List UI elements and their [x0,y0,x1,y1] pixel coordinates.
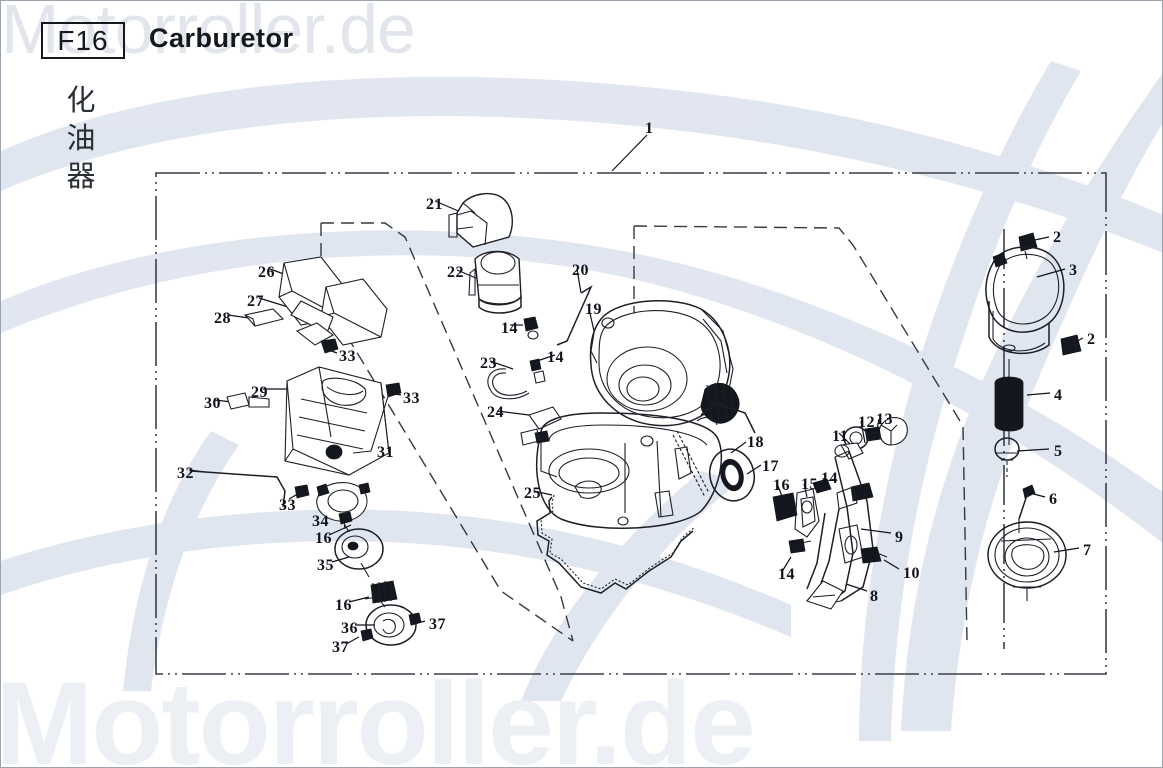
right-dashed-region [633,225,968,642]
callout-11: 11 [832,428,849,445]
callout-33-a: 33 [339,348,356,365]
callout-36: 36 [341,620,358,637]
center-assembly-group [448,192,756,594]
callout-14-d: 14 [547,349,564,366]
throttle-lever-group [772,417,908,610]
callout-17: 17 [762,458,779,475]
callout-18: 18 [747,434,764,451]
callout-20: 20 [572,262,589,279]
callout-24: 24 [487,404,504,421]
callout-34: 34 [312,513,329,530]
callout-14-b: 14 [778,566,795,583]
callout-35: 35 [317,557,334,574]
callout-37-a: 37 [429,616,446,633]
page-title: Carburetor [149,23,294,53]
callout-27: 27 [247,293,264,310]
callout-29: 29 [251,384,268,401]
cjk-char-1: 化 [66,83,96,117]
callout-2-lower: 2 [1087,331,1096,348]
callout-14-a: 14 [821,470,838,487]
callout-33-c: 33 [279,497,296,514]
callout-6: 6 [1049,491,1058,508]
callout-16-c: 16 [335,597,352,614]
left-assembly-group [190,256,422,646]
callout-8: 8 [870,588,879,605]
callout-4: 4 [1054,387,1063,404]
callout-25: 25 [524,485,541,502]
callout-26: 26 [258,264,275,281]
callout-3: 3 [1069,262,1078,279]
callout-13: 13 [876,411,893,428]
callout-21: 21 [426,196,443,213]
left-dashed-region [321,222,574,642]
cjk-title: 化油器 [63,81,99,195]
diagram-frame [155,172,1107,675]
callout-5: 5 [1054,443,1063,460]
callout-33-b: 33 [403,390,420,407]
callout-15: 15 [801,476,818,493]
cjk-char-2: 油 [66,121,96,155]
callout-23: 23 [480,355,497,372]
callout-16-b: 16 [315,530,332,547]
page-code-box: F16 [41,22,125,59]
callout-28: 28 [214,310,231,327]
callout-32: 32 [177,465,194,482]
callout-12: 12 [858,414,875,431]
callout-14-c: 14 [501,320,518,337]
callout-19: 19 [585,301,602,318]
callout-30: 30 [204,395,221,412]
cjk-char-3: 器 [66,159,96,193]
callout-2-top: 2 [1053,229,1062,246]
left-dashed-region-b [320,223,574,642]
callout-22: 22 [447,264,464,281]
callout-7: 7 [1083,542,1092,559]
callout-9: 9 [895,529,904,546]
callout-37-b: 37 [332,639,349,656]
callout-10: 10 [903,565,920,582]
callout-31: 31 [377,444,394,461]
right-column-group [985,232,1082,601]
callout-1: 1 [645,120,654,137]
callout-16-a: 16 [773,477,790,494]
